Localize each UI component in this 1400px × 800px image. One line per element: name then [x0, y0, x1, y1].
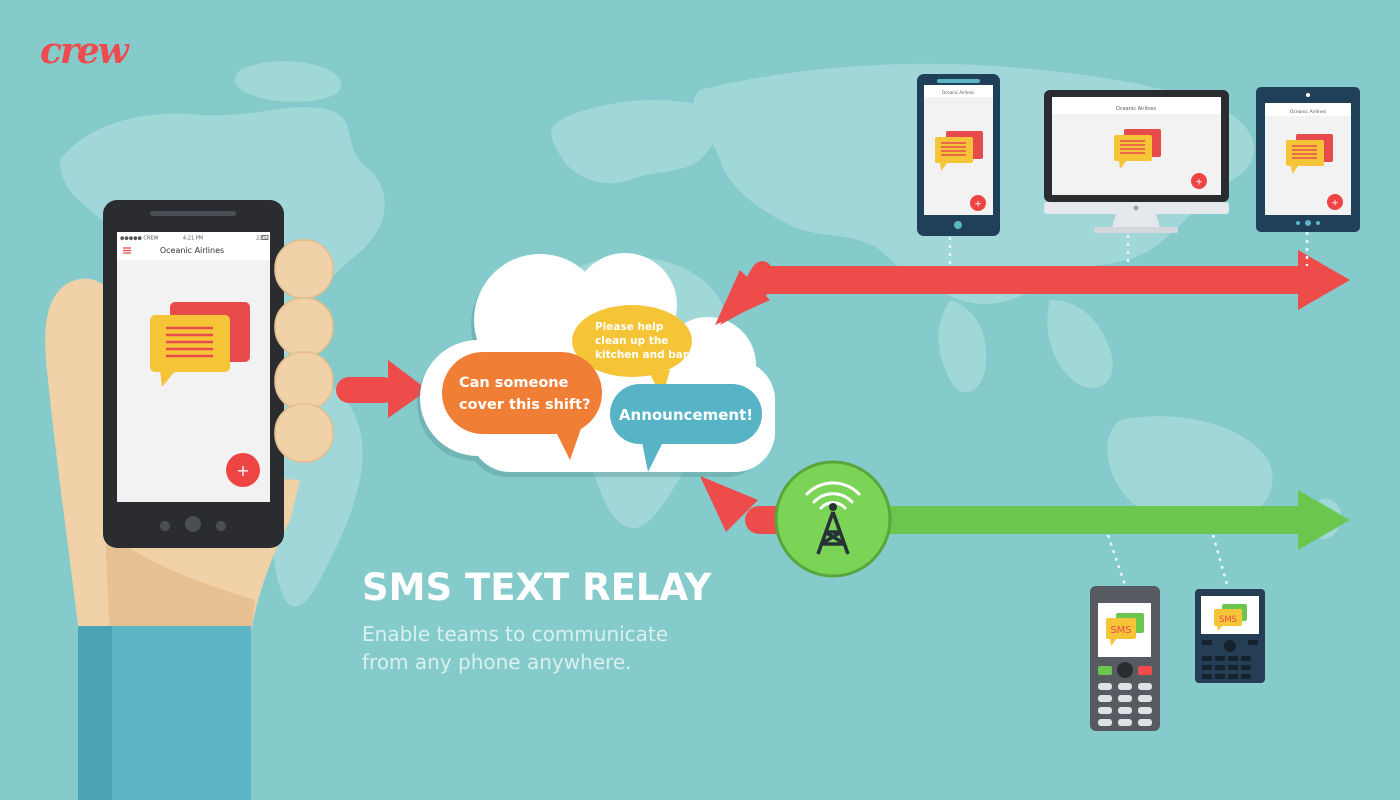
device-monitor: Oceanic Airlines + — [1044, 90, 1229, 233]
add-button[interactable] — [226, 453, 260, 487]
fingers — [274, 239, 334, 463]
phone-back-button[interactable] — [160, 521, 170, 531]
battery-icon — [261, 235, 269, 240]
headline: SMS TEXT RELAY — [362, 566, 712, 609]
phone-home-button[interactable] — [185, 516, 201, 532]
bubble-yellow-line1: Please help — [595, 321, 664, 333]
app-sync-arrow — [715, 250, 1350, 325]
chat-bubbles-icon — [150, 302, 250, 387]
subheadline-line1: Enable teams to communicate — [362, 622, 669, 646]
device-phone-add[interactable]: + — [974, 200, 982, 210]
phone-menu-button[interactable] — [216, 521, 226, 531]
subheadline-line2: from any phone anywhere. — [362, 650, 632, 674]
crew-logo[interactable]: crew — [40, 30, 129, 72]
device-monitor-add[interactable]: + — [1195, 178, 1203, 188]
sleeve-shade — [78, 626, 112, 800]
device-tablet: Oceanic Airlines + — [1256, 87, 1360, 232]
sms-icon-navy: SMS — [1219, 615, 1237, 625]
device-monitor-title: Oceanic Airlines — [1116, 106, 1157, 112]
bubble-blue-text: Announcement! — [619, 406, 753, 424]
hamburger-menu-icon[interactable] — [123, 247, 131, 254]
hand-shadow — [105, 530, 255, 640]
phone-carrier: ●●●●● CREW — [120, 236, 159, 242]
feature-phone-navy: SMS — [1195, 589, 1265, 683]
phone-clock: 4:21 PM — [183, 236, 203, 242]
phone-speaker — [150, 211, 236, 216]
cell-tower-icon — [774, 460, 892, 578]
sms-icon-gray: SMS — [1110, 625, 1131, 636]
device-tablet-add[interactable]: + — [1331, 199, 1339, 209]
bubble-orange-line1: Can someone — [459, 375, 569, 391]
send-arrow — [336, 360, 428, 418]
sms-outbound-arrow — [830, 490, 1350, 550]
bubble-yellow: Please help clean up the kitchen and bar — [572, 305, 692, 398]
phone-app-bar — [117, 232, 270, 260]
feature-phone-gray: SMS — [1090, 586, 1160, 731]
hand-holding-phone: ●●●●● CREW 4:21 PM 22% Oceanic Airlines … — [45, 200, 334, 800]
bubble-blue: Announcement! — [610, 384, 762, 472]
bubble-yellow-line2: clean up the — [595, 335, 668, 347]
bubble-orange-line2: cover this shift? — [459, 397, 591, 413]
device-phone: Oceanic Airlines + — [917, 74, 1000, 236]
bubble-orange: Can someone cover this shift? — [442, 352, 602, 460]
device-connectors — [948, 232, 1309, 589]
add-icon[interactable]: + — [236, 461, 249, 480]
bubble-yellow-line3: kitchen and bar — [595, 349, 689, 361]
phone-app-title: Oceanic Airlines — [160, 246, 224, 255]
device-phone-title: Oceanic Airlines — [942, 90, 974, 95]
device-tablet-title: Oceanic Airlines — [1290, 109, 1327, 115]
